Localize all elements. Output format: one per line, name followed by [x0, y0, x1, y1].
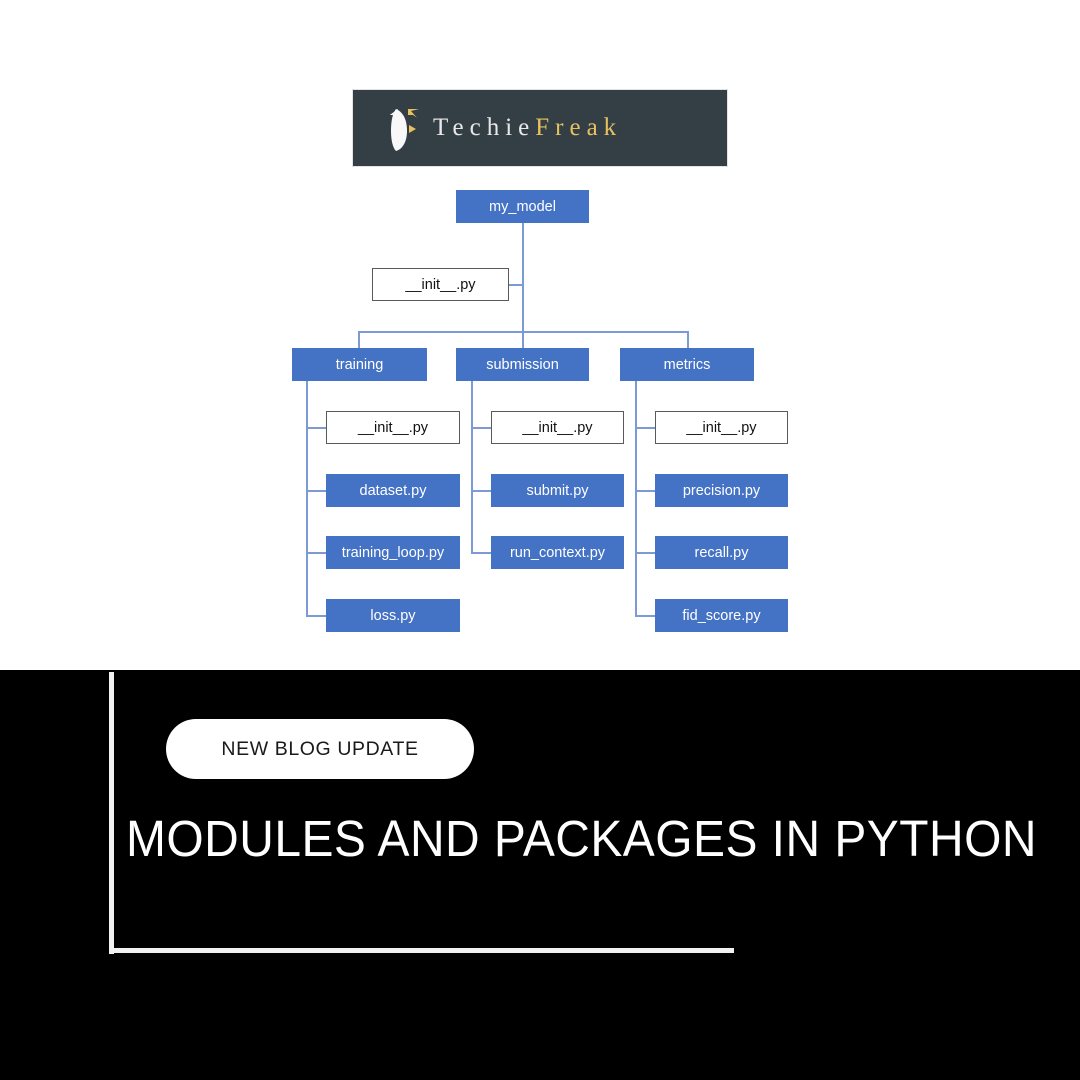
node-submission-run-context[interactable]: run_context.py [491, 536, 624, 569]
node-metrics-recall[interactable]: recall.py [655, 536, 788, 569]
connector-drop-training [358, 331, 360, 350]
banner-frame-bottom [109, 948, 734, 953]
node-submission-submit[interactable]: submit.py [491, 474, 624, 507]
connector-package-spreader [358, 331, 688, 333]
connector-drop-metrics [687, 331, 689, 350]
connector-spine-submission [471, 381, 473, 553]
node-training-init[interactable]: __init__.py [326, 411, 460, 444]
connector-spine-training [306, 381, 308, 616]
node-metrics-init[interactable]: __init__.py [655, 411, 788, 444]
connector-root-trunk [522, 223, 524, 350]
connector-stub-training-3 [306, 615, 326, 617]
connector-stub-submission-2 [471, 552, 491, 554]
node-metrics-fid-score[interactable]: fid_score.py [655, 599, 788, 632]
promo-headline: MODULES AND PACKAGES IN PYTHON [126, 810, 1037, 867]
brand-logo-banner: TechieFreak [353, 90, 727, 166]
node-training-loss[interactable]: loss.py [326, 599, 460, 632]
connector-spine-metrics [635, 381, 637, 616]
node-package-submission[interactable]: submission [456, 348, 589, 381]
connector-root-init [509, 284, 523, 286]
connector-stub-metrics-0 [635, 427, 655, 429]
node-root-init[interactable]: __init__.py [372, 268, 509, 301]
brand-name-part1: Techie [433, 114, 536, 141]
connector-stub-metrics-3 [635, 615, 655, 617]
brand-name-part2: Freak [535, 114, 623, 141]
new-blog-update-badge[interactable]: NEW BLOG UPDATE [166, 719, 474, 779]
connector-stub-metrics-1 [635, 490, 655, 492]
node-package-training[interactable]: training [292, 348, 427, 381]
brand-wordmark: TechieFreak [433, 114, 622, 142]
connector-stub-submission-1 [471, 490, 491, 492]
node-training-dataset[interactable]: dataset.py [326, 474, 460, 507]
connector-stub-metrics-2 [635, 552, 655, 554]
new-blog-update-label: NEW BLOG UPDATE [221, 737, 419, 760]
connector-stub-training-1 [306, 490, 326, 492]
connector-stub-training-0 [306, 427, 326, 429]
connector-stub-submission-0 [471, 427, 491, 429]
node-metrics-precision[interactable]: precision.py [655, 474, 788, 507]
node-package-metrics[interactable]: metrics [620, 348, 754, 381]
node-training-training-loop[interactable]: training_loop.py [326, 536, 460, 569]
banner-frame-left [109, 672, 114, 954]
techiefreak-t-logo-icon [365, 99, 431, 157]
node-submission-init[interactable]: __init__.py [491, 411, 624, 444]
promo-banner [0, 670, 1080, 1080]
node-my-model[interactable]: my_model [456, 190, 589, 223]
connector-stub-training-2 [306, 552, 326, 554]
